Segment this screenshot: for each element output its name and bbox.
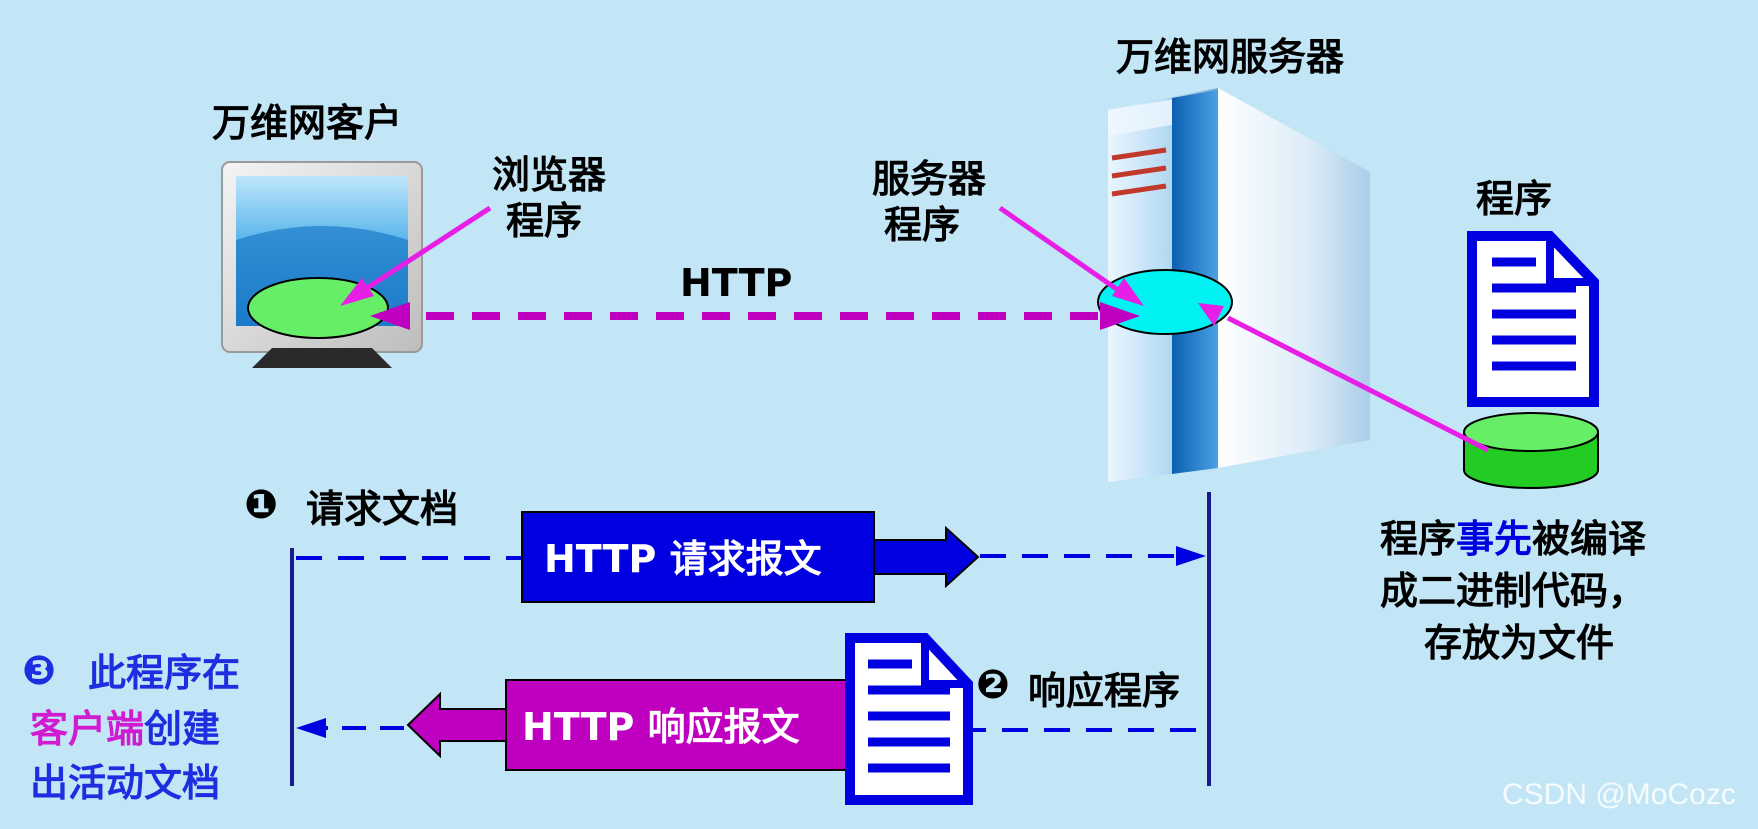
step3-line1: 此程序在 [88,651,240,695]
browser-label-line1: 浏览器 [492,153,607,197]
storage-cylinder-icon [1463,412,1599,489]
server-title: 万维网服务器 [1116,35,1345,79]
browser-label-line2: 程序 [506,199,582,243]
http-arrowhead-left [370,302,410,330]
http-protocol-label: HTTP [680,261,792,305]
step3-line3: 出活动文档 [30,761,220,805]
http-arrowhead-right [1100,302,1140,330]
client-title: 万维网客户 [212,101,402,145]
request-block-arrow [873,525,980,589]
program-title: 程序 [1476,177,1552,221]
step3-line2: 客户端创建 [30,707,220,751]
response-document-icon [845,633,973,805]
program-pointer-arrow [1198,303,1490,453]
step2-marker: ❷ [976,662,1010,708]
server-program-ellipse [1097,269,1233,335]
response-box [505,679,847,771]
response-box-label: HTTP 响应报文 [522,705,800,749]
watermark: CSDN @MoCozc [1502,778,1736,811]
program-note-line1: 程序事先被编译 [1380,517,1647,561]
request-box-label: HTTP 请求报文 [544,537,822,581]
request-box [521,511,875,603]
program-document-icon [1467,231,1599,407]
response-arrowhead [296,718,326,738]
step1-marker: ❶ [244,482,278,528]
step2-label: 响应程序 [1028,669,1180,713]
browser-pointer-arrow [340,205,492,306]
response-block-arrow [406,691,507,759]
server-label-line2: 程序 [884,203,960,247]
step1-label: 请求文档 [306,487,458,531]
program-note-line3: 存放为文件 [1424,621,1614,665]
request-arrowhead [1176,546,1206,566]
program-note-line2: 成二进制代码， [1380,569,1646,613]
step3-marker: ❸ [22,648,56,694]
server-label-line1: 服务器 [872,157,987,201]
server-pointer-arrow [998,205,1144,306]
